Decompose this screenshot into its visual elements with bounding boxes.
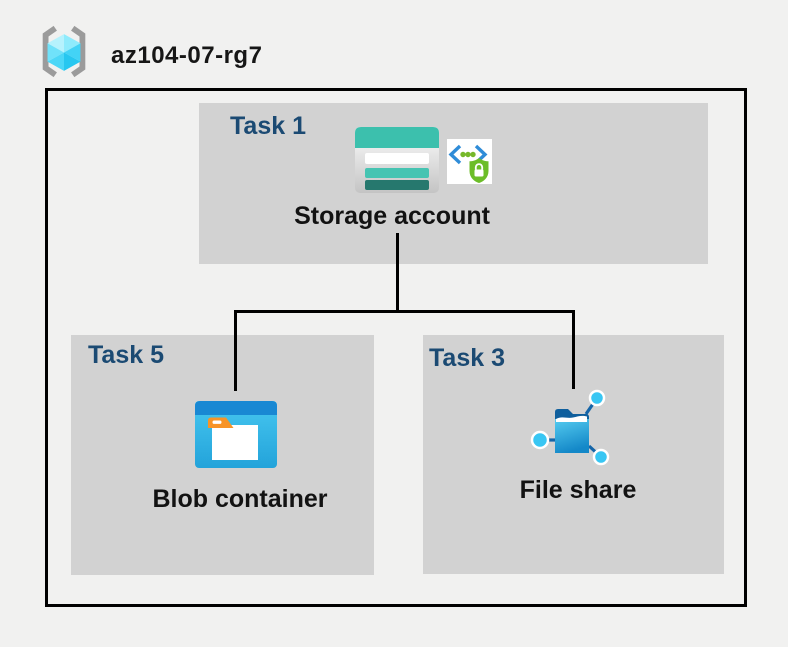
- task3-label: Task 3: [429, 344, 505, 372]
- file-share-caption: File share: [519, 476, 637, 504]
- task1-label: Task 1: [230, 112, 306, 140]
- resource-group-icon: [33, 23, 95, 80]
- blob-container-icon: [195, 401, 277, 468]
- task1-box: Task 1: [199, 103, 708, 264]
- secure-access-icon: [447, 139, 492, 184]
- task5-label: Task 5: [88, 341, 164, 369]
- storage-account-caption: Storage account: [294, 202, 490, 230]
- connector-to-blob-container: [234, 310, 237, 391]
- connector-horizontal: [234, 310, 575, 313]
- resource-group-boundary: [45, 88, 747, 607]
- storage-account-icon: [355, 127, 439, 193]
- connector-storage-trunk: [396, 233, 399, 312]
- task5-box: Task 5 Blob container: [71, 335, 374, 575]
- file-share-icon: [529, 388, 619, 472]
- connector-to-file-share: [572, 310, 575, 389]
- blob-container-caption: Blob container: [152, 485, 328, 513]
- resource-group-name: az104-07-rg7: [111, 42, 263, 69]
